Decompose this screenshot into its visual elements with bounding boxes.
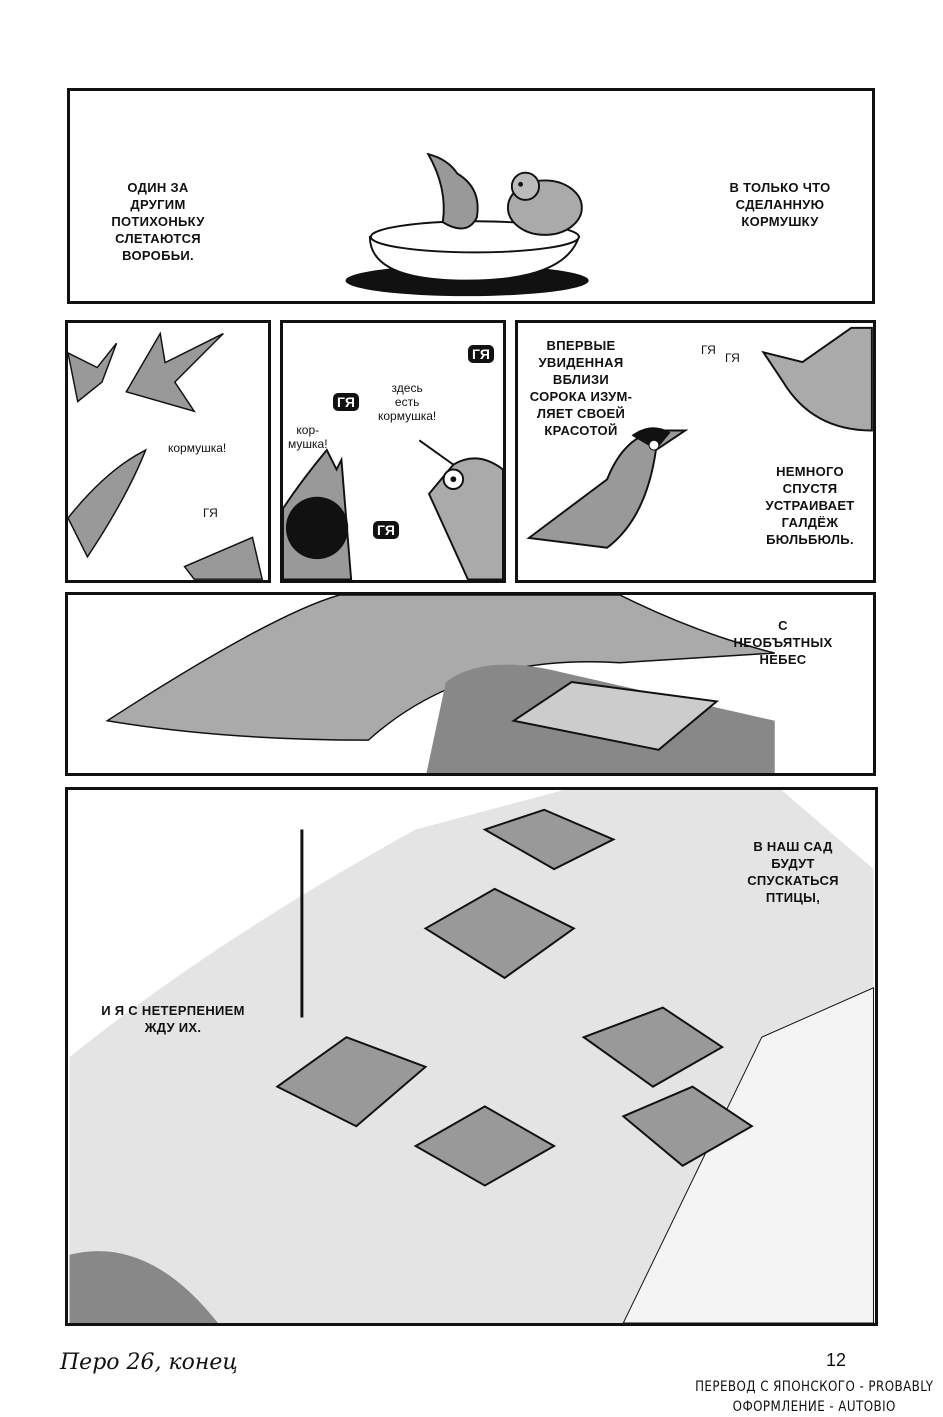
sfx-gya-2: ГЯ (333, 393, 359, 411)
caption-garden: В НАШ САД БУДУТ СПУСКАТЬСЯ ПТИЦЫ, (747, 839, 839, 905)
caption-waiting: И Я С НЕТЕРПЕНИЕМ ЖДУ ИХ. (101, 1003, 245, 1035)
town-aerial-illustration (69, 790, 874, 1323)
caption-sky: С НЕОБЪЯТНЫХ НЕБЕС (733, 618, 833, 667)
sfx-gya-3: ГЯ (373, 521, 399, 539)
magpie-bulbul-illustration (526, 326, 873, 549)
page-number: 12 (826, 1350, 847, 1370)
caption-bulbul: НЕМНОГО СПУСТЯ УСТРАИВАЕТ ГАЛДЁЖ БЮЛЬБЮЛ… (765, 464, 855, 547)
chapter-end-label: Перо 26, конец (60, 1350, 238, 1375)
sfx-feeder-shout: кормушка! (168, 441, 227, 455)
panel-sparrows-feeder: ОДИН ЗА ДРУГИМ ПОТИХОНЬКУ СЛЕТАЮТСЯ ВОРО… (67, 88, 875, 304)
credits: ПЕРЕВОД С ЯПОНСКОГО - PROBABLY ОФОРМЛЕНИ… (695, 1377, 933, 1417)
credit-design: ОФОРМЛЕНИЕ - AUTOBIO (732, 1399, 896, 1415)
caption-magpie: ВПЕРВЫЕ УВИДЕННАЯ ВБЛИЗИ СОРОКА ИЗУМ- ЛЯ… (529, 338, 633, 438)
shouting-birds-illustration (283, 439, 503, 580)
sfx-gya-1: ГЯ (468, 345, 494, 363)
panel-flying-birds: кормушка! ГЯ (65, 320, 271, 583)
sfx-feeder-split: кор- мушка! (288, 423, 328, 451)
flying-birds-illustration (68, 331, 264, 580)
panel-town-aerial: В НАШ САД БУДУТ СПУСКАТЬСЯ ПТИЦЫ, И Я С … (65, 787, 878, 1326)
caption-feeder: В ТОЛЬКО ЧТО СДЕЛАННУЮ КОРМУШКУ (729, 180, 831, 229)
sparrows-at-feeder-illustration (345, 152, 589, 297)
sfx-here-is-feeder: здесь есть кормушка! (378, 381, 437, 423)
panel-magpie-bulbul: ВПЕРВЫЕ УВИДЕННАЯ ВБЛИЗИ СОРОКА ИЗУМ- ЛЯ… (515, 320, 876, 583)
sfx-gya-b: ГЯ (725, 351, 740, 365)
sfx-gya: ГЯ (203, 506, 218, 520)
credit-translation: ПЕРЕВОД С ЯПОНСКОГО - PROBABLY (694, 1379, 933, 1395)
panel-shouting-birds: ГЯ ГЯ ГЯ кор- мушка! здесь есть кормушка… (280, 320, 506, 583)
caption-sparrows: ОДИН ЗА ДРУГИМ ПОТИХОНЬКУ СЛЕТАЮТСЯ ВОРО… (111, 180, 205, 263)
panel-wing-over-house: С НЕОБЪЯТНЫХ НЕБЕС (65, 592, 876, 776)
sfx-gya-a: ГЯ (701, 343, 716, 357)
wing-over-house-illustration (105, 595, 775, 773)
